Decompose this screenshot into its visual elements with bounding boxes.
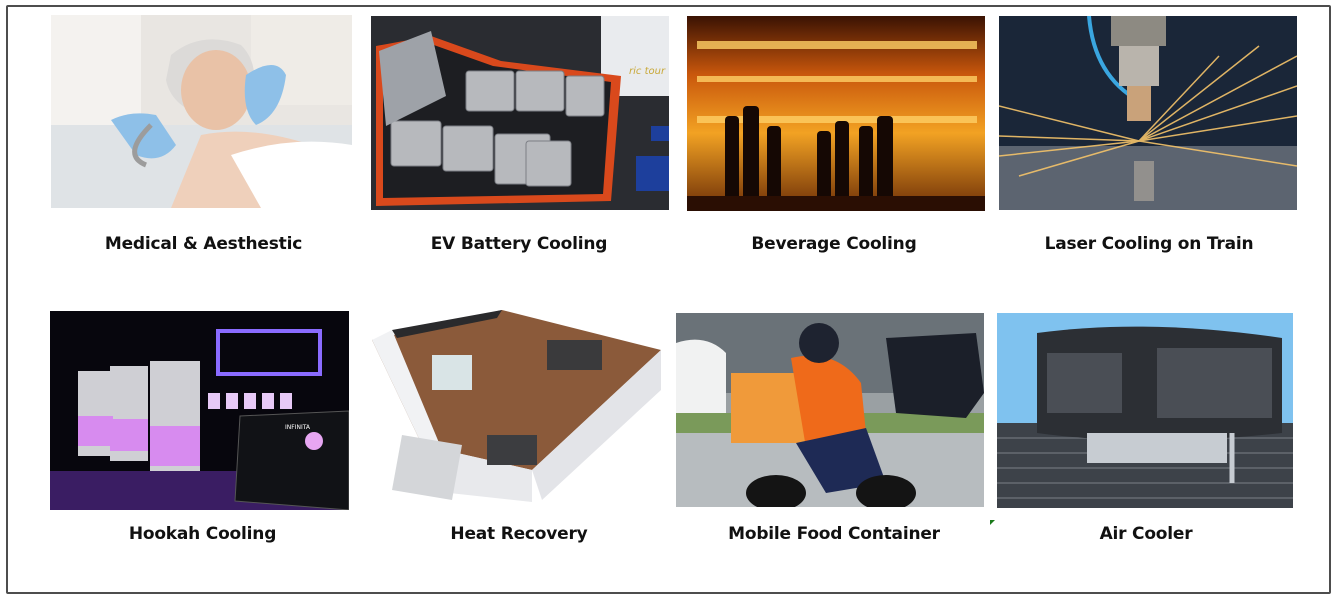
ev-battery-image: ric tour bbox=[371, 16, 669, 210]
caption-beverage-cooling: Beverage Cooling bbox=[751, 234, 917, 254]
laser-cutting-image bbox=[999, 16, 1297, 210]
caption-medical-aesthetic: Medical & Aesthestic bbox=[104, 234, 303, 254]
ev-sign-text: ric tour bbox=[629, 66, 666, 77]
medical-aesthetic-image bbox=[51, 15, 352, 208]
caption-air-cooler: Air Cooler bbox=[1099, 524, 1193, 544]
hookah-screen-text: INFINITA bbox=[285, 424, 311, 431]
caption-heat-recovery: Heat Recovery bbox=[450, 524, 588, 544]
caption-ev-battery-cooling: EV Battery Cooling bbox=[430, 234, 608, 254]
air-cooler-image bbox=[997, 313, 1293, 508]
heat-recovery-image bbox=[372, 310, 661, 502]
mobile-food-container-image bbox=[676, 313, 984, 507]
caption-laser-cooling-on-train: Laser Cooling on Train bbox=[1044, 234, 1254, 254]
caption-hookah-cooling: Hookah Cooling bbox=[128, 524, 277, 544]
caption-mobile-food-container: Mobile Food Container bbox=[728, 524, 940, 544]
cell-marker-icon bbox=[990, 520, 995, 525]
beverage-image bbox=[687, 16, 985, 211]
hookah-cooling-image: INFINITA bbox=[50, 311, 349, 510]
